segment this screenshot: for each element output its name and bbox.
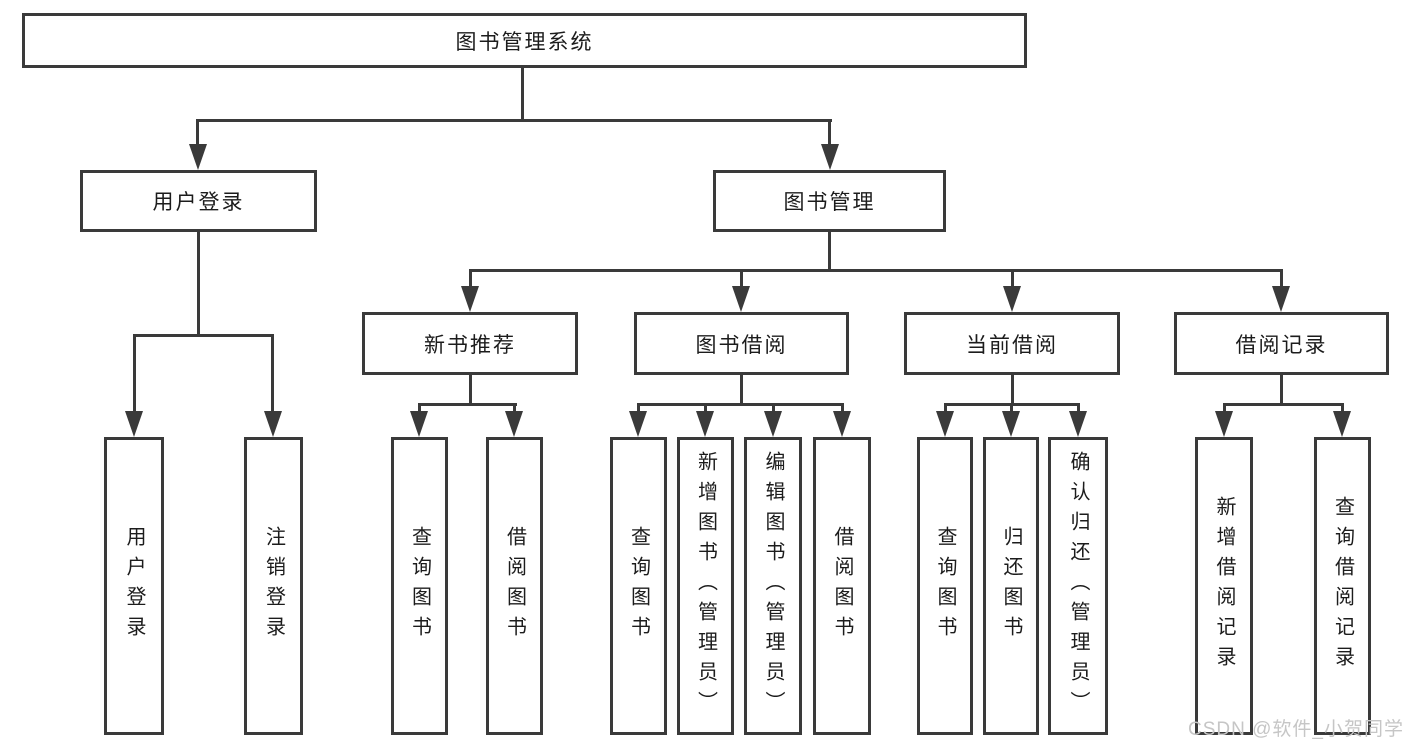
connector-line bbox=[418, 403, 421, 415]
connector-line bbox=[637, 403, 640, 415]
arrow-down-icon bbox=[629, 411, 647, 437]
arrow-down-icon bbox=[1333, 411, 1351, 437]
arrow-down-icon bbox=[1272, 286, 1290, 312]
connector-line bbox=[1223, 403, 1226, 415]
node-current-borrow-label: 当前借阅 bbox=[966, 333, 1058, 357]
node-borrow-records-label: 借阅记录 bbox=[1235, 333, 1328, 357]
leaf-borrow-query-books-label: 查询图书 bbox=[627, 526, 650, 646]
connector-line bbox=[196, 119, 199, 147]
connector-line bbox=[828, 232, 831, 272]
arrow-down-icon bbox=[410, 411, 428, 437]
csdn-watermark: CSDN @软件_小贺同学 bbox=[1188, 719, 1404, 740]
leaf-return-books: 归还图书 bbox=[983, 437, 1039, 735]
arrow-down-icon bbox=[1003, 286, 1021, 312]
node-new-book-recommend-label: 新书推荐 bbox=[424, 333, 516, 357]
arrow-down-icon bbox=[189, 144, 207, 170]
node-borrow-records: 借阅记录 bbox=[1174, 312, 1389, 375]
node-current-borrow: 当前借阅 bbox=[904, 312, 1120, 375]
arrow-down-icon bbox=[821, 144, 839, 170]
connector-line bbox=[828, 119, 831, 147]
connector-line bbox=[704, 403, 707, 415]
arrow-down-icon bbox=[1002, 411, 1020, 437]
connector-line bbox=[513, 403, 516, 415]
connector-line bbox=[521, 68, 524, 122]
arrow-down-icon bbox=[1215, 411, 1233, 437]
connector-line bbox=[1280, 269, 1283, 291]
node-book-management: 图书管理 bbox=[713, 170, 946, 232]
connector-line bbox=[197, 232, 200, 337]
leaf-user-login-label: 用户登录 bbox=[123, 526, 145, 646]
connector-line bbox=[1077, 403, 1080, 415]
leaf-query-borrow-record-label: 查询借阅记录 bbox=[1331, 496, 1354, 676]
leaf-borrow-books-label: 借阅图书 bbox=[831, 526, 853, 646]
arrow-down-icon bbox=[696, 411, 714, 437]
connector-line bbox=[1280, 375, 1283, 406]
connector-line bbox=[271, 334, 274, 414]
leaf-recommend-query-books: 查询图书 bbox=[391, 437, 448, 735]
leaf-user-login: 用户登录 bbox=[104, 437, 164, 735]
leaf-current-query-books: 查询图书 bbox=[917, 437, 973, 735]
connector-line bbox=[133, 334, 274, 337]
connector-line bbox=[841, 403, 844, 415]
arrow-down-icon bbox=[732, 286, 750, 312]
arrow-down-icon bbox=[264, 411, 282, 437]
connector-line bbox=[133, 334, 136, 414]
node-new-book-recommend: 新书推荐 bbox=[362, 312, 578, 375]
connector-line bbox=[944, 403, 947, 415]
node-library-system: 图书管理系统 bbox=[22, 13, 1027, 68]
node-book-management-label: 图书管理 bbox=[783, 191, 876, 214]
connector-line bbox=[772, 403, 775, 415]
leaf-query-borrow-record: 查询借阅记录 bbox=[1314, 437, 1371, 735]
node-library-system-label: 图书管理系统 bbox=[455, 30, 594, 54]
connector-line bbox=[740, 375, 743, 406]
connector-line bbox=[1011, 375, 1014, 406]
connector-line bbox=[740, 269, 743, 291]
leaf-return-books-label: 归还图书 bbox=[1000, 526, 1022, 646]
node-book-borrow: 图书借阅 bbox=[634, 312, 849, 375]
leaf-logout-label: 注销登录 bbox=[262, 526, 285, 646]
leaf-edit-books-admin-label: 编辑图书（管理员） bbox=[762, 451, 784, 721]
node-user-login-label: 用户登录 bbox=[152, 191, 245, 214]
connector-line bbox=[469, 375, 472, 406]
leaf-add-borrow-record: 新增借阅记录 bbox=[1195, 437, 1253, 735]
leaf-borrow-query-books: 查询图书 bbox=[610, 437, 667, 735]
leaf-add-books-admin-label: 新增图书（管理员） bbox=[694, 451, 717, 721]
arrow-down-icon bbox=[764, 411, 782, 437]
leaf-confirm-return-admin-label: 确认归还（管理员） bbox=[1067, 451, 1089, 721]
connector-line bbox=[469, 269, 1283, 272]
leaf-add-borrow-record-label: 新增借阅记录 bbox=[1213, 496, 1235, 676]
arrow-down-icon bbox=[936, 411, 954, 437]
connector-line bbox=[1223, 403, 1344, 406]
leaf-recommend-borrow-books: 借阅图书 bbox=[486, 437, 543, 735]
connector-line bbox=[1010, 403, 1013, 415]
connector-line bbox=[637, 403, 843, 406]
arrow-down-icon bbox=[833, 411, 851, 437]
leaf-recommend-borrow-books-label: 借阅图书 bbox=[503, 526, 526, 646]
connector-line bbox=[196, 119, 832, 122]
leaf-edit-books-admin: 编辑图书（管理员） bbox=[744, 437, 802, 735]
connector-line bbox=[1011, 269, 1014, 291]
connector-line bbox=[469, 269, 472, 291]
arrow-down-icon bbox=[461, 286, 479, 312]
leaf-logout: 注销登录 bbox=[244, 437, 303, 735]
arrow-down-icon bbox=[125, 411, 143, 437]
leaf-confirm-return-admin: 确认归还（管理员） bbox=[1048, 437, 1108, 735]
leaf-current-query-books-label: 查询图书 bbox=[934, 526, 956, 646]
node-book-borrow-label: 图书借阅 bbox=[695, 333, 788, 357]
leaf-recommend-query-books-label: 查询图书 bbox=[408, 526, 431, 646]
arrow-down-icon bbox=[1069, 411, 1087, 437]
arrow-down-icon bbox=[505, 411, 523, 437]
connector-line bbox=[1341, 403, 1344, 415]
leaf-borrow-books: 借阅图书 bbox=[813, 437, 871, 735]
connector-line bbox=[418, 403, 517, 406]
node-user-login: 用户登录 bbox=[80, 170, 317, 232]
leaf-add-books-admin: 新增图书（管理员） bbox=[677, 437, 734, 735]
